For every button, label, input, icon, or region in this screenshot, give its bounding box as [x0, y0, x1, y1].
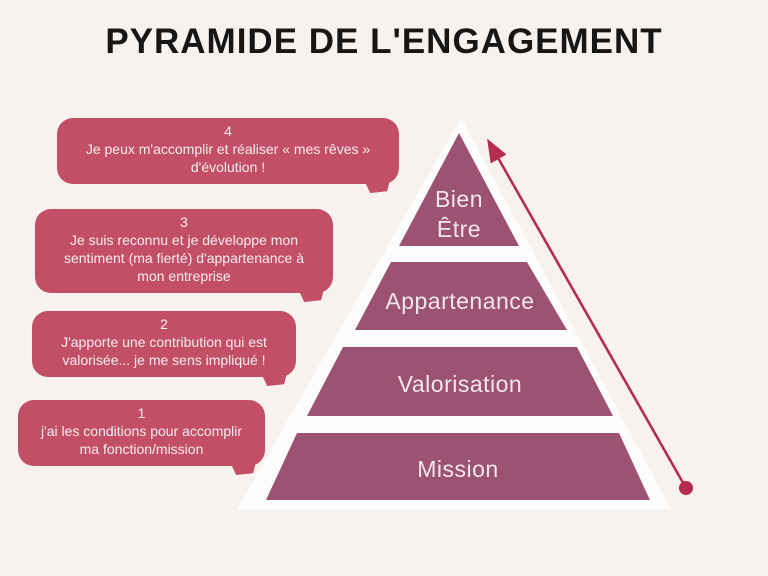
ascending-arrow [487, 138, 688, 489]
pyramid-level-label-valorisation: Valorisation [397, 371, 523, 397]
bubble-tail [231, 458, 257, 475]
speech-bubble-level-1: 1 j'ai les conditions pour accomplir ma … [18, 400, 265, 475]
pyramid-level-label-appartenance: Appartenance [385, 288, 535, 314]
bubble-tail [262, 369, 288, 386]
speech-bubble-level-3: 3 Je suis reconnu et je développe mon se… [35, 209, 333, 302]
speech-bubble-level-2: 2 J'apporte une contribution qui est val… [32, 311, 296, 386]
bubble-text: Je peux m'accomplir et réaliser « mes rê… [85, 141, 371, 175]
bubble-text: j'ai les conditions pour accomplir ma fo… [40, 423, 243, 457]
arrow-start-dot [679, 481, 693, 495]
bubble-number: 3 [180, 214, 188, 230]
bubble-text: Je suis reconnu et je développe mon sent… [63, 232, 305, 284]
bubble-tail [365, 176, 391, 193]
bubble-text: J'apporte une contribution qui est valor… [61, 334, 267, 368]
pyramid-level-shape-mission [266, 433, 650, 500]
pyramid-level-shape-valorisation [307, 347, 613, 416]
bubble-number: 2 [160, 316, 168, 332]
pyramid-level-label-mission: Mission [417, 456, 499, 482]
bubble-number: 1 [137, 405, 146, 421]
bubble-number: 4 [224, 123, 232, 139]
pyramid-level-shape-bien-etre [399, 133, 519, 246]
pyramid-level-shape-appartenance [355, 262, 567, 330]
pyramid-level-label-bien-etre: Bien Être [434, 186, 484, 242]
page-title: PYRAMIDE DE L'ENGAGEMENT [105, 22, 663, 61]
bubble-tail [299, 285, 325, 302]
speech-bubble-level-4: 4 Je peux m'accomplir et réaliser « mes … [57, 118, 399, 193]
